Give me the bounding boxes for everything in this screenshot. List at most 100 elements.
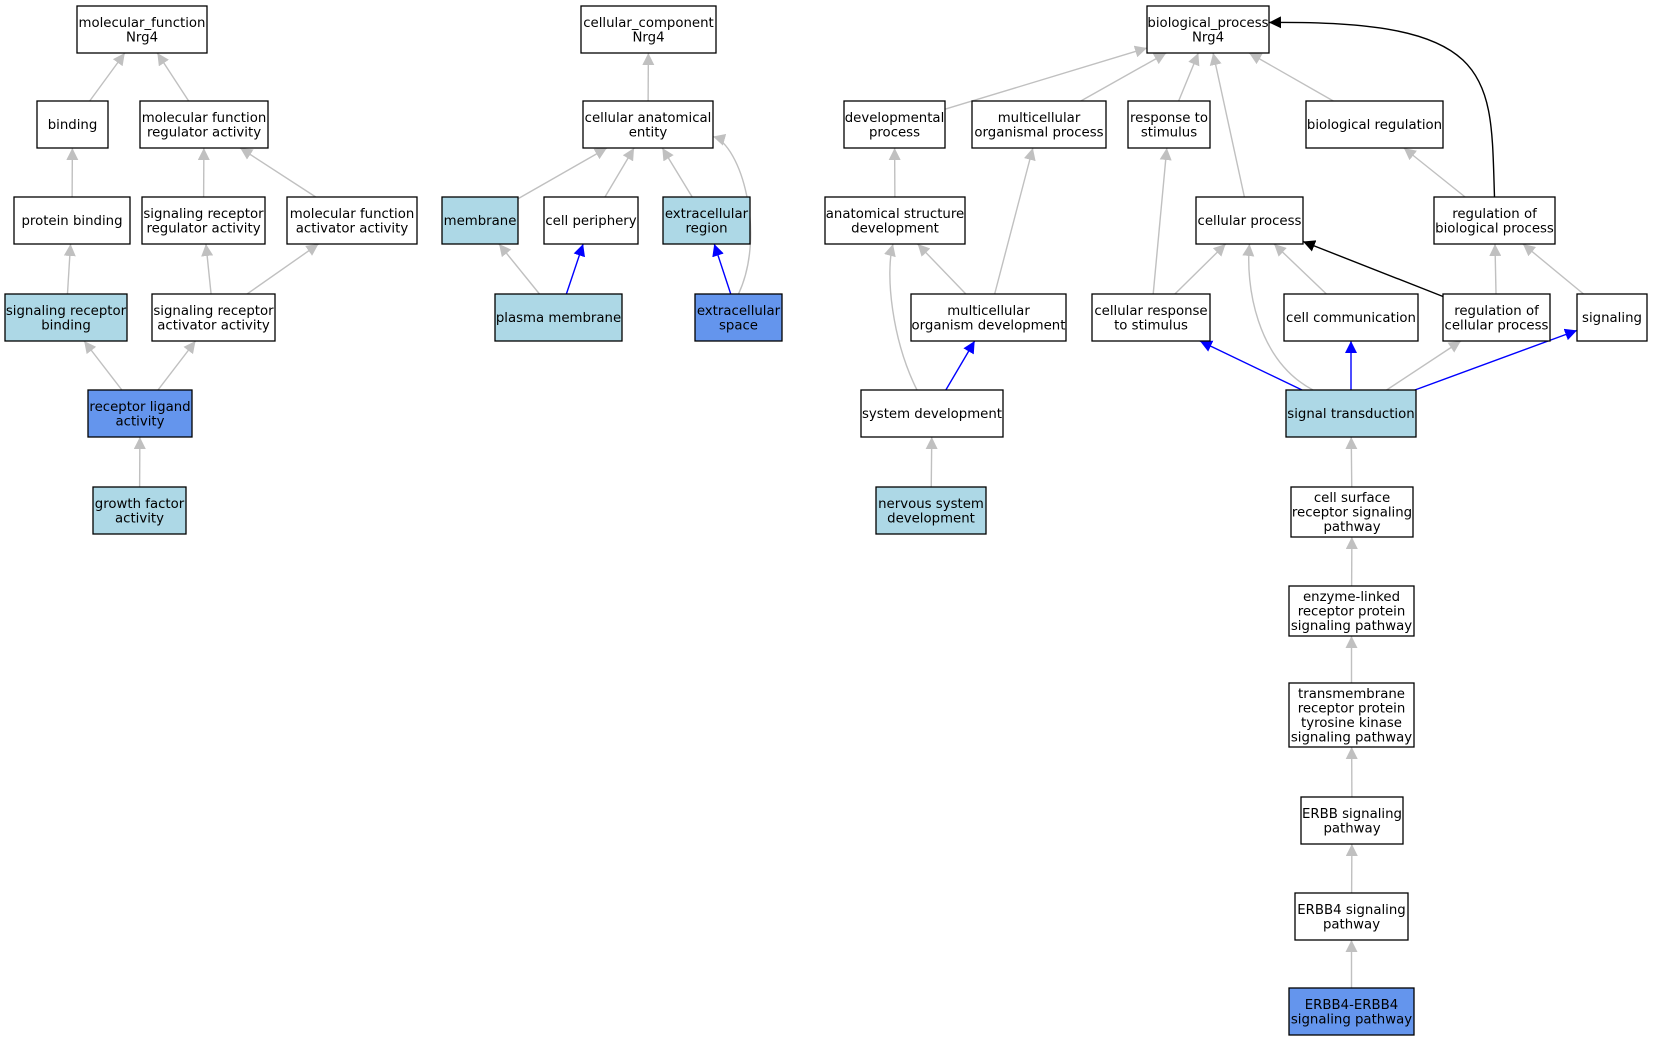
node-label-line: receptor ligand bbox=[89, 400, 190, 415]
node-label-line: cell communication bbox=[1286, 311, 1416, 326]
node-label-line: regulation of bbox=[1454, 304, 1539, 319]
node-br[interactable]: biological regulation bbox=[1305, 100, 1444, 149]
edge-line bbox=[1489, 243, 1502, 295]
node-label-line: enzyme-linked bbox=[1303, 590, 1400, 605]
node-label-line: regulator activity bbox=[146, 221, 260, 236]
edge-line bbox=[1209, 52, 1246, 198]
edge-sd-to-asd bbox=[884, 243, 918, 391]
node-box bbox=[36, 100, 109, 149]
node-label-line: multicellular bbox=[947, 304, 1030, 319]
node-cp[interactable]: cellular process bbox=[1195, 196, 1304, 245]
edge-line bbox=[1248, 52, 1334, 102]
edge-line bbox=[945, 340, 976, 391]
node-pb[interactable]: protein binding bbox=[13, 196, 131, 245]
edge-rcp-to-rbp bbox=[1489, 243, 1502, 295]
edge-mem-to-cae bbox=[517, 147, 608, 200]
node-label-line: membrane bbox=[444, 214, 517, 229]
edge-rbp-to-br bbox=[1403, 147, 1466, 198]
node-label-line: receptor protein bbox=[1298, 605, 1406, 620]
node-label-line: plasma membrane bbox=[496, 311, 621, 326]
node-label-line: ERBB signaling bbox=[1302, 807, 1402, 822]
edge-line bbox=[201, 243, 214, 295]
node-ccom[interactable]: cell communication bbox=[1283, 293, 1419, 342]
edge-line bbox=[1242, 243, 1314, 391]
node-box bbox=[151, 293, 276, 342]
node-box bbox=[87, 389, 193, 438]
node-box bbox=[843, 100, 946, 149]
node-label-line: process bbox=[869, 125, 920, 140]
edge-line bbox=[925, 436, 938, 488]
node-pm[interactable]: plasma membrane bbox=[494, 293, 623, 342]
edge-line bbox=[1174, 243, 1227, 295]
node-label-line: transmembrane bbox=[1298, 687, 1405, 702]
edge-line bbox=[239, 147, 317, 198]
node-label-line: signaling receptor bbox=[143, 207, 264, 222]
node-label-line: developmental bbox=[845, 111, 945, 126]
edge-sraa-to-mfaa bbox=[246, 243, 319, 295]
node-label-line: system development bbox=[862, 407, 1002, 422]
node-sig[interactable]: signaling bbox=[1576, 293, 1648, 342]
node-binding[interactable]: binding bbox=[36, 100, 109, 149]
node-box bbox=[694, 293, 783, 342]
edge-pm-to-mem bbox=[498, 243, 541, 295]
node-label-line: molecular function bbox=[142, 111, 267, 126]
edge-line bbox=[1302, 240, 1444, 298]
node-sd[interactable]: system development bbox=[860, 389, 1004, 438]
node-label-line: Nrg4 bbox=[632, 30, 664, 45]
edge-csrsp-to-st bbox=[1345, 436, 1358, 488]
node-label-line: activity bbox=[115, 414, 164, 429]
node-label-line: ERBB4-ERBB4 bbox=[1305, 998, 1399, 1013]
edge-rbp-to-bp bbox=[1268, 16, 1496, 198]
node-box bbox=[139, 100, 269, 149]
node-label-line: signaling pathway bbox=[1291, 730, 1412, 745]
node-box bbox=[1091, 293, 1211, 342]
edge-st-to-crs bbox=[1199, 340, 1303, 391]
edge-line bbox=[1273, 243, 1327, 295]
node-box bbox=[1442, 293, 1551, 342]
edge-line bbox=[246, 243, 319, 295]
edge-cper-to-cae bbox=[604, 147, 635, 198]
node-label-line: signaling pathway bbox=[1291, 1012, 1412, 1027]
node-cper[interactable]: cell periphery bbox=[543, 196, 639, 245]
edge-line bbox=[917, 243, 967, 295]
node-mem[interactable]: membrane bbox=[441, 196, 519, 245]
node-label-line: activity bbox=[115, 511, 164, 526]
node-box bbox=[494, 293, 623, 342]
node-label-line: receptor protein bbox=[1298, 701, 1406, 716]
node-box bbox=[4, 293, 128, 342]
node-label-line: Nrg4 bbox=[1192, 30, 1224, 45]
node-label-line: binding bbox=[48, 118, 98, 133]
node-label-line: ERBB4 signaling bbox=[1297, 903, 1405, 918]
node-st[interactable]: signal transduction bbox=[1285, 389, 1417, 438]
node-box bbox=[141, 196, 266, 245]
